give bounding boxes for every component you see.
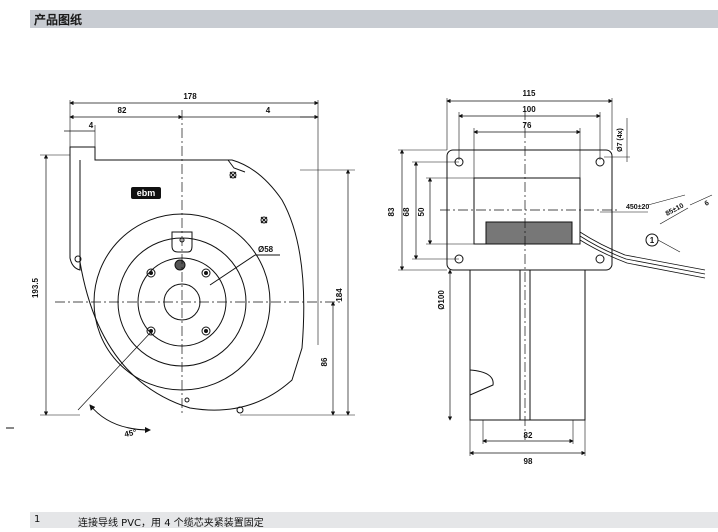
dim-4-right: 4: [266, 106, 271, 115]
bolt-holes: [146, 259, 211, 336]
logo-text: ebm: [137, 188, 156, 198]
dim-82-side: 82: [524, 431, 533, 440]
note-row: 1 连接导线 PVC，用 4 个缆芯夹紧装置固定: [30, 512, 718, 529]
dim-193-5: 193.5: [31, 277, 40, 298]
dim-d58: Ø58: [258, 245, 274, 254]
dim-178: 178: [183, 92, 197, 101]
dim-98: 98: [524, 457, 533, 466]
note-text: 连接导线 PVC，用 4 个缆芯夹紧装置固定: [78, 518, 264, 529]
dim-6: 6: [704, 200, 711, 208]
dim-83: 83: [387, 207, 396, 216]
dim-45deg: 45°: [124, 428, 138, 439]
dim-hole-d7: Ø7 (4x): [617, 128, 624, 152]
dim-68: 68: [402, 207, 411, 216]
header-bar: 产品图纸: [30, 10, 718, 28]
callout-1: 1: [650, 236, 655, 245]
dim-115: 115: [523, 89, 536, 98]
dim-100: 100: [522, 105, 536, 114]
page-title: 产品图纸: [34, 13, 83, 27]
ebm-logo: ebm: [131, 187, 161, 199]
dim-184: 184: [335, 288, 344, 302]
dim-d100: Ø100: [437, 290, 446, 310]
dim-86: 86: [320, 357, 329, 366]
dim-450: 450±20: [626, 204, 649, 211]
front-view: [40, 100, 355, 433]
dim-50: 50: [417, 207, 426, 216]
dim-76: 76: [523, 121, 532, 130]
dim-4-left: 4: [89, 121, 94, 130]
side-view: [398, 98, 713, 456]
dim-82-front: 82: [118, 106, 127, 115]
note-number: 1: [34, 514, 41, 525]
